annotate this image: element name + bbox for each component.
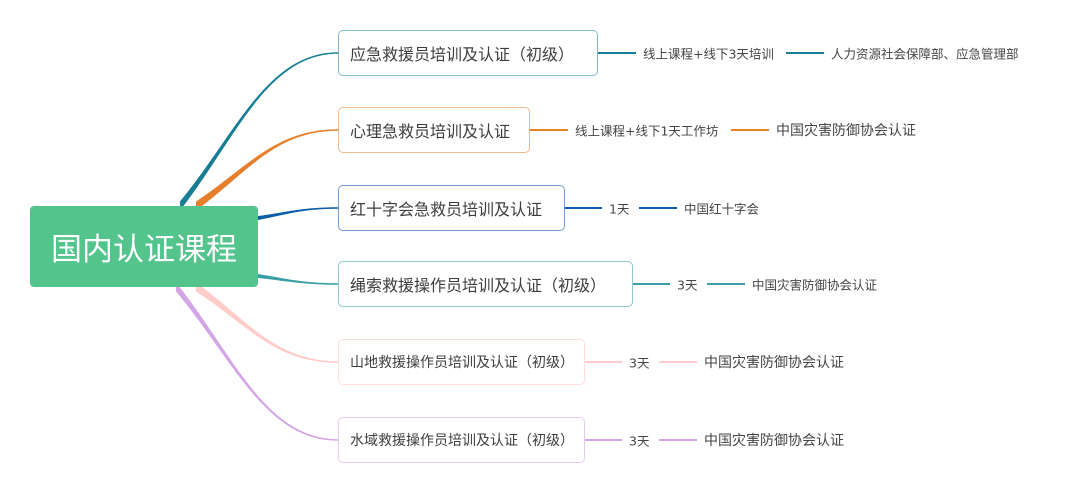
- detail-topic-rope-rescue[interactable]: 3天: [677, 277, 698, 293]
- branch-connector: [196, 129, 338, 211]
- authority-topic-mountain-rescue[interactable]: 中国灾害防御协会认证: [704, 355, 844, 371]
- branch-topic-water-rescue[interactable]: 水域救援操作员培训及认证（初级）: [338, 417, 585, 463]
- branch-topic-rope-rescue[interactable]: 绳索救援操作员培训及认证（初级）: [338, 261, 633, 307]
- branch-topic-emergency-rescuer[interactable]: 应急救援员培训及认证（初级）: [338, 30, 598, 76]
- authority-topic-emergency-rescuer[interactable]: 人力资源社会保障部、应急管理部: [831, 46, 1019, 62]
- branch-topic-mountain-rescue[interactable]: 山地救援操作员培训及认证（初级）: [338, 339, 585, 385]
- branch-topic-red-cross-first-aider[interactable]: 红十字会急救员培训及认证: [338, 185, 565, 231]
- detail-topic-psychological-first-aid[interactable]: 线上课程+线下1天工作坊: [575, 123, 719, 139]
- authority-topic-psychological-first-aid[interactable]: 中国灾害防御协会认证: [776, 123, 916, 139]
- branch-topic-psychological-first-aid[interactable]: 心理急救员培训及认证: [338, 107, 530, 153]
- branch-connector: [196, 282, 338, 363]
- authority-topic-rope-rescue[interactable]: 中国灾害防御协会认证: [752, 277, 878, 293]
- branch-connector: [176, 282, 338, 441]
- branch-connector: [258, 274, 338, 285]
- root-topic[interactable]: 国内认证课程: [30, 206, 258, 287]
- detail-topic-red-cross[interactable]: 1天: [609, 201, 630, 217]
- branch-connector: [258, 207, 338, 220]
- authority-topic-water-rescue[interactable]: 中国灾害防御协会认证: [704, 433, 844, 449]
- authority-topic-red-cross[interactable]: 中国红十字会: [684, 201, 760, 217]
- detail-topic-emergency-rescuer[interactable]: 线上课程+线下3天培训: [643, 46, 774, 62]
- detail-topic-water-rescue[interactable]: 3天: [629, 433, 650, 449]
- detail-topic-mountain-rescue[interactable]: 3天: [629, 355, 650, 371]
